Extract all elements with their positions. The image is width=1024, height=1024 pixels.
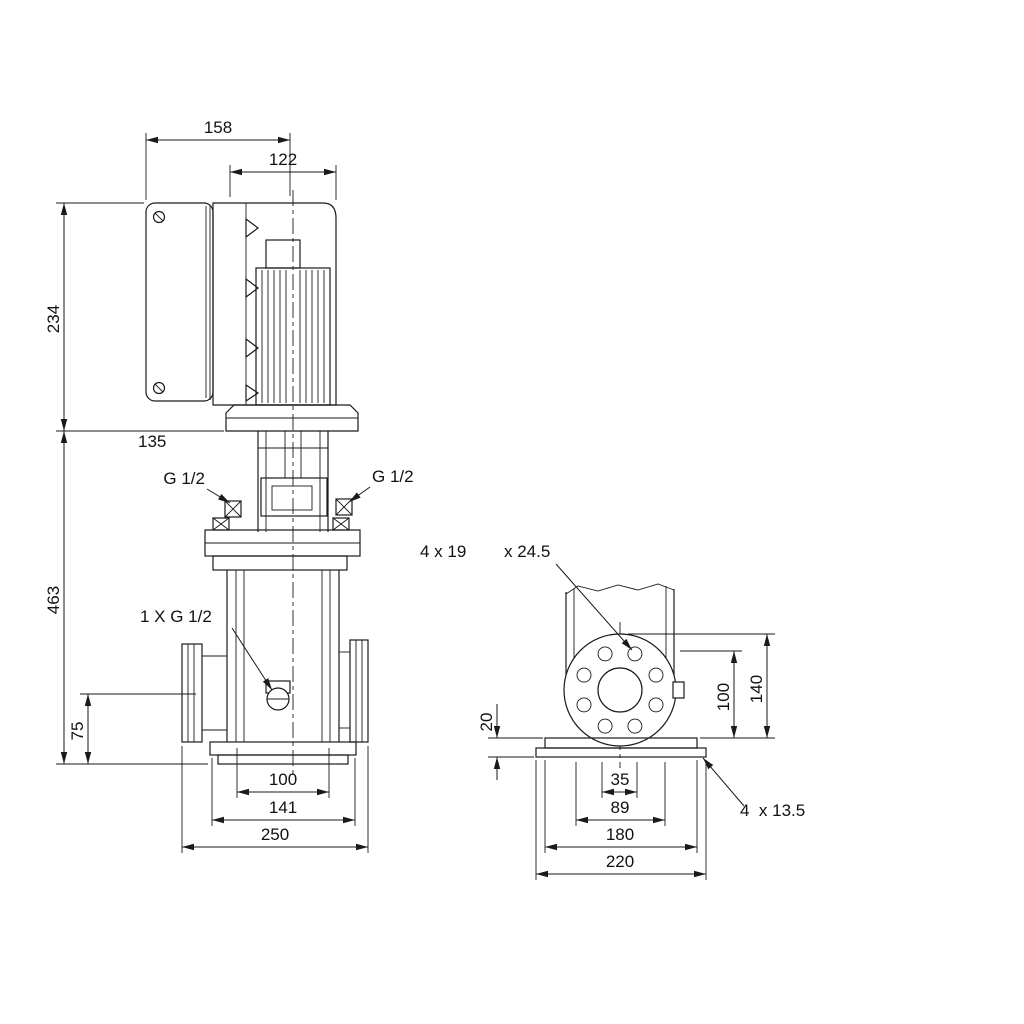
bolt-hole [627, 718, 643, 734]
side-view: 158 122 234 135 463 75 [44, 118, 414, 853]
dim-463: 463 [44, 431, 208, 765]
dim-234-label: 234 [44, 305, 63, 333]
bolt-hole [627, 646, 643, 662]
port-fitting-right [335, 498, 353, 516]
dim-140: 140 [628, 633, 775, 738]
motor [212, 202, 359, 432]
screw-icon [152, 381, 166, 395]
clamp-tab [245, 277, 259, 299]
flange-right [339, 639, 369, 743]
dim-220-label: 220 [606, 852, 634, 871]
bolt-hole [648, 697, 664, 713]
port-bore [597, 667, 643, 713]
clamp-tab [245, 217, 259, 239]
dim-158-label: 158 [204, 118, 232, 137]
base-hole-note: 4 x 13.5 [702, 757, 805, 820]
dim-100-end: 100 [680, 650, 775, 739]
dim-463-label: 463 [44, 586, 63, 614]
dim-89: 89 [575, 762, 666, 826]
port-fitting-left [224, 500, 242, 518]
port-left-label: G 1/2 [163, 469, 205, 488]
clamp-tab [245, 383, 260, 403]
dim-122-label: 122 [269, 150, 297, 169]
dim-20-label: 20 [477, 713, 496, 732]
dim-35-label: 35 [611, 770, 630, 789]
pump-head [204, 517, 361, 571]
bolt-hole [648, 667, 664, 683]
dim-141-label: 141 [269, 798, 297, 817]
port-flange [563, 633, 685, 747]
terminal-box [265, 239, 301, 269]
coupling-section [224, 431, 353, 532]
clamp-tab [245, 337, 259, 359]
head-bolt [332, 517, 350, 531]
bolt-note-part2: x 24.5 [504, 542, 550, 561]
port-label-right: G 1/2 [348, 467, 414, 503]
dim-234: 234 [44, 202, 224, 432]
dim-140-label: 140 [747, 675, 766, 703]
port-right-label: G 1/2 [372, 467, 414, 486]
port-label-left: G 1/2 [163, 469, 231, 504]
dim-141: 141 [211, 758, 356, 826]
drain-plug [265, 680, 291, 711]
flange-tab [672, 681, 685, 699]
drain-label-group: 1 X G 1/2 [140, 607, 273, 691]
dim-220: 220 [535, 760, 707, 880]
dim-158: 158 [145, 118, 291, 200]
pump-base [209, 741, 357, 765]
head-bolt [212, 517, 230, 531]
dim-20: 20 [477, 704, 543, 780]
dim-100-end-label: 100 [714, 683, 733, 711]
end-view: 20 100 140 35 89 180 [420, 542, 805, 880]
end-base [535, 737, 707, 758]
bolt-hole [597, 718, 613, 734]
bolt-note-part1: 4 x 19 [420, 542, 466, 561]
dim-75: 75 [68, 693, 196, 764]
dim-122: 122 [229, 150, 337, 200]
bolt-hole [576, 667, 592, 683]
dim-250: 250 [181, 746, 369, 853]
control-box [145, 202, 214, 402]
pump-sleeve [226, 570, 340, 742]
dim-180: 180 [544, 760, 698, 853]
bolt-hole [597, 646, 613, 662]
motor-flange [225, 404, 359, 432]
dim-100-side: 100 [236, 748, 330, 798]
dim-100-side-label: 100 [269, 770, 297, 789]
bolt-note: 4 x 19 x 24.5 [420, 542, 633, 651]
coupling-guard [260, 477, 328, 517]
dim-180-label: 180 [606, 825, 634, 844]
dim-89-label: 89 [611, 798, 630, 817]
bolt-hole [576, 697, 592, 713]
screw-icon [152, 210, 166, 224]
dim-250-label: 250 [261, 825, 289, 844]
base-hole-note-label: 4 x 13.5 [740, 801, 805, 820]
drain-label: 1 X G 1/2 [140, 607, 212, 626]
dim-35: 35 [601, 762, 638, 798]
dim-135-label: 135 [138, 432, 166, 451]
dim-135: 135 [138, 432, 166, 451]
end-body [565, 583, 675, 676]
dim-75-label: 75 [68, 722, 87, 741]
flange-left [181, 643, 227, 743]
